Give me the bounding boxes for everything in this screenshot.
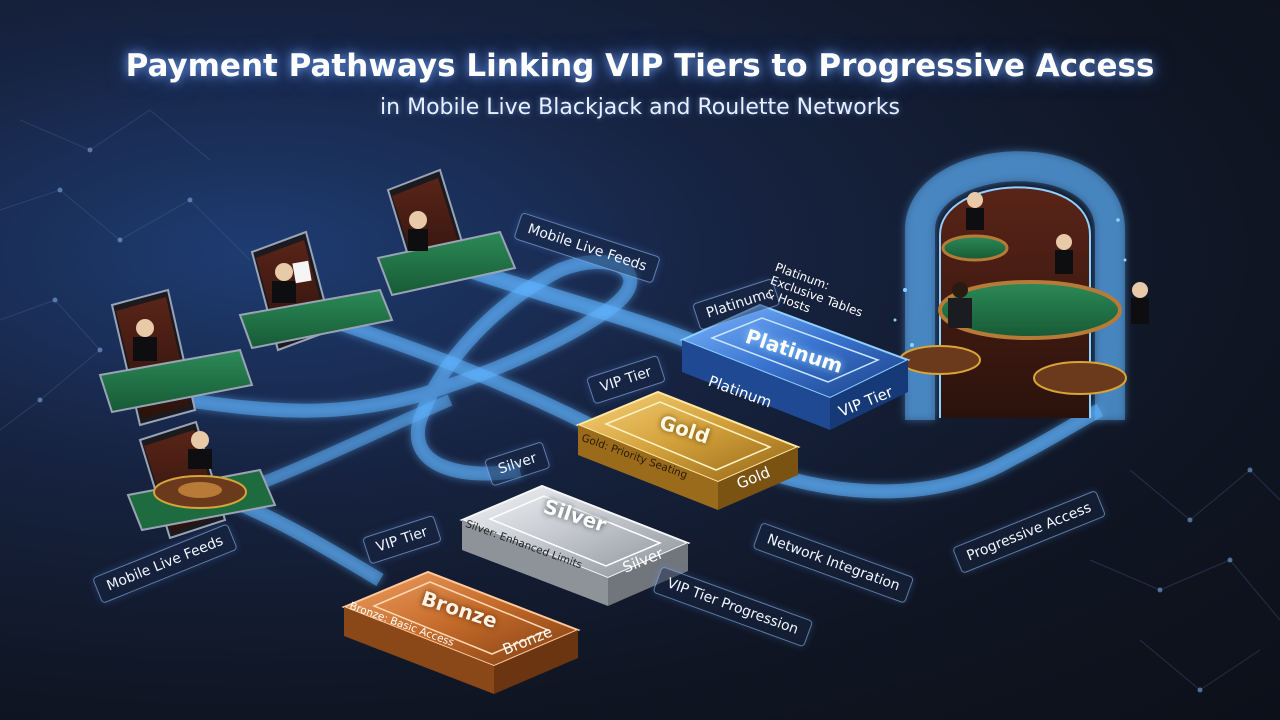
pathway-loop	[184, 255, 638, 481]
pathway-to-arch	[757, 403, 1104, 499]
tier-bronze-platform	[341, 570, 581, 694]
pathway-feed-to-gold	[327, 313, 594, 432]
phone-roulette-top	[376, 168, 517, 297]
tier-silver-platform	[459, 484, 691, 606]
pathway-feed-to-platinum	[467, 262, 704, 353]
sparkle-dots	[893, 218, 1127, 347]
page-title: Payment Pathways Linking VIP Tiers to Pr…	[125, 48, 1155, 84]
page-subtitle: in Mobile Live Blackjack and Roulette Ne…	[380, 95, 900, 120]
vip-arch-portal	[899, 151, 1149, 420]
phone-blackjack-top	[238, 230, 394, 352]
phone-roulette-left	[126, 420, 277, 540]
pathway-left-feed-to-bronze	[227, 493, 384, 587]
tier-platinum-platform	[679, 303, 911, 430]
phone-blackjack-left	[98, 288, 254, 427]
tier-gold-platform	[575, 390, 801, 510]
network-nodes	[37, 147, 1253, 693]
